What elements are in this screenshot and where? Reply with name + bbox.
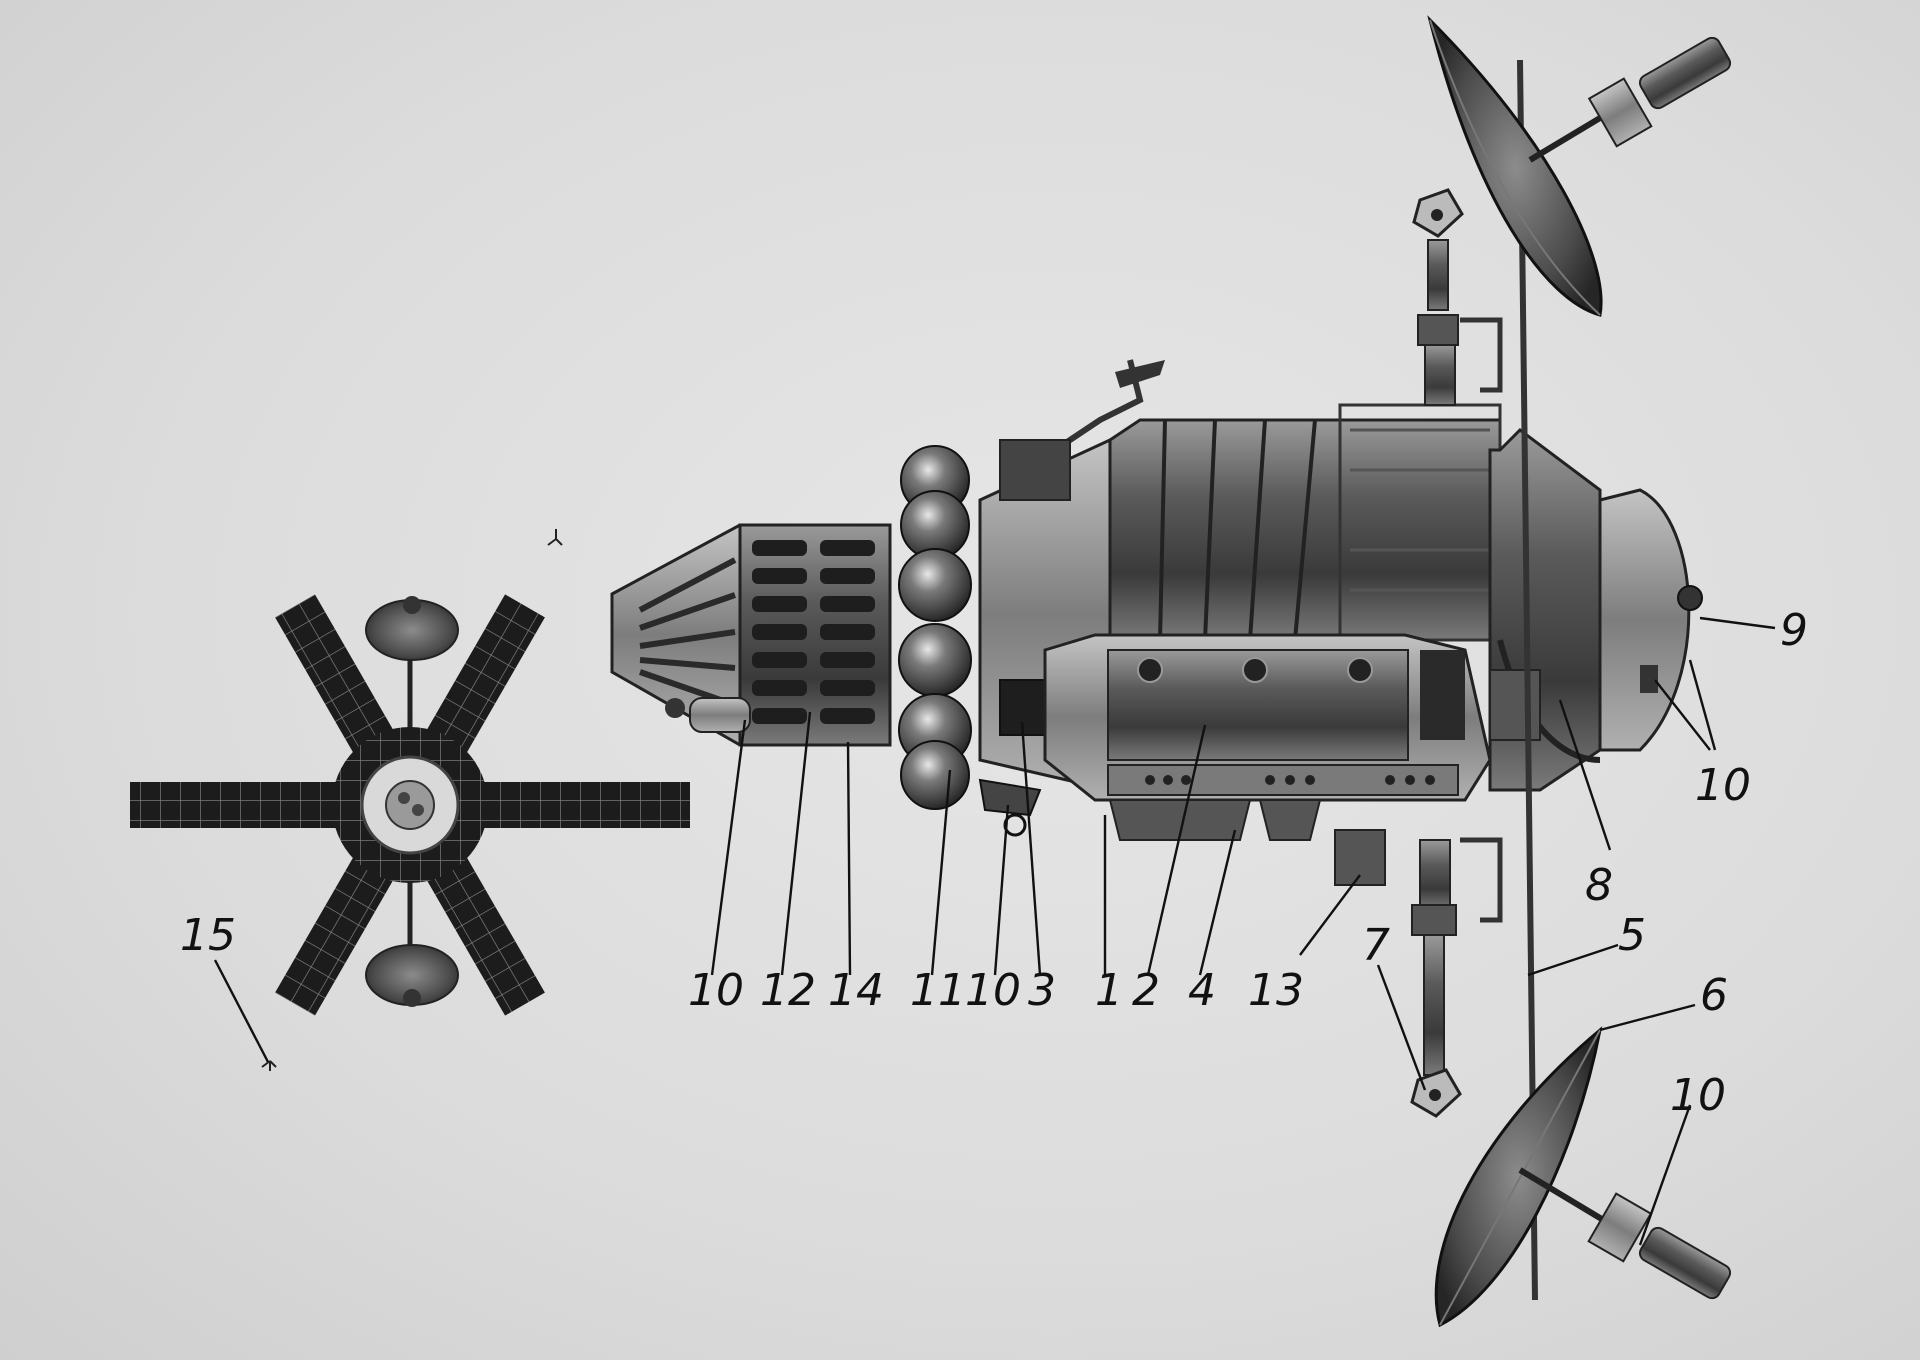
small-dish-bottom — [365, 944, 459, 1007]
callout-14: 14 — [828, 965, 884, 1016]
solar-panel-right — [460, 782, 690, 828]
leader-lines — [213, 616, 1776, 1246]
leader-11 — [930, 769, 952, 976]
leader-10c-b — [1688, 659, 1717, 751]
lower-dish-antenna — [1334, 829, 1732, 1328]
spacecraft-side-view — [610, 15, 1732, 1328]
leader-10a — [710, 719, 747, 976]
aft-section — [1488, 428, 1703, 792]
front-view — [130, 529, 690, 1071]
upper-feed-assembly — [1528, 36, 1732, 163]
callout-11: 11 — [910, 965, 966, 1016]
callout-5: 5 — [1618, 910, 1646, 961]
leader-3 — [1020, 721, 1042, 976]
callout-10d: 10 — [1670, 1070, 1726, 1121]
callout-13: 13 — [1248, 965, 1304, 1016]
lower-feed-assembly — [1518, 1167, 1732, 1300]
callout-6: 6 — [1700, 970, 1728, 1021]
leader-6 — [1599, 1003, 1696, 1032]
callout-10c: 10 — [1695, 760, 1751, 811]
leader-4 — [1198, 829, 1237, 976]
small-dish-top — [365, 596, 459, 661]
callout-4: 4 — [1188, 965, 1216, 1016]
leader-10b — [993, 804, 1010, 976]
leader-2 — [1146, 724, 1207, 976]
leader-9 — [1699, 616, 1776, 630]
upper-gimbal — [1412, 188, 1503, 406]
propellant-spheres — [898, 445, 972, 810]
callout-10b: 10 — [965, 965, 1021, 1016]
callout-3: 3 — [1028, 965, 1056, 1016]
leader-14 — [846, 741, 852, 976]
leader-10d — [1638, 1104, 1692, 1246]
callout-8: 8 — [1585, 860, 1613, 911]
leader-10c-a — [1654, 679, 1711, 751]
callout-15: 15 — [180, 910, 236, 961]
leader-8 — [1558, 699, 1612, 851]
callout-2: 2 — [1132, 965, 1160, 1016]
callout-labels: 10 12 14 11 10 3 1 2 4 13 7 5 6 8 9 10 1… — [180, 605, 1808, 1121]
main-body-upper — [999, 359, 1502, 642]
leader-15 — [213, 959, 270, 1063]
leader-7 — [1376, 964, 1427, 1091]
leader-13 — [1299, 874, 1361, 956]
equipment-compartment — [1043, 633, 1492, 841]
callout-7: 7 — [1362, 920, 1390, 971]
callout-10a: 10 — [688, 965, 744, 1016]
front-hub — [332, 727, 488, 883]
leader-5 — [1527, 943, 1619, 977]
solar-panel-left — [130, 782, 360, 828]
nose-cone — [610, 523, 892, 747]
callout-12: 12 — [760, 965, 816, 1016]
callout-9: 9 — [1780, 605, 1808, 656]
callout-1: 1 — [1095, 965, 1123, 1016]
leader-12 — [780, 711, 812, 976]
upper-dish-antenna — [1412, 15, 1732, 406]
